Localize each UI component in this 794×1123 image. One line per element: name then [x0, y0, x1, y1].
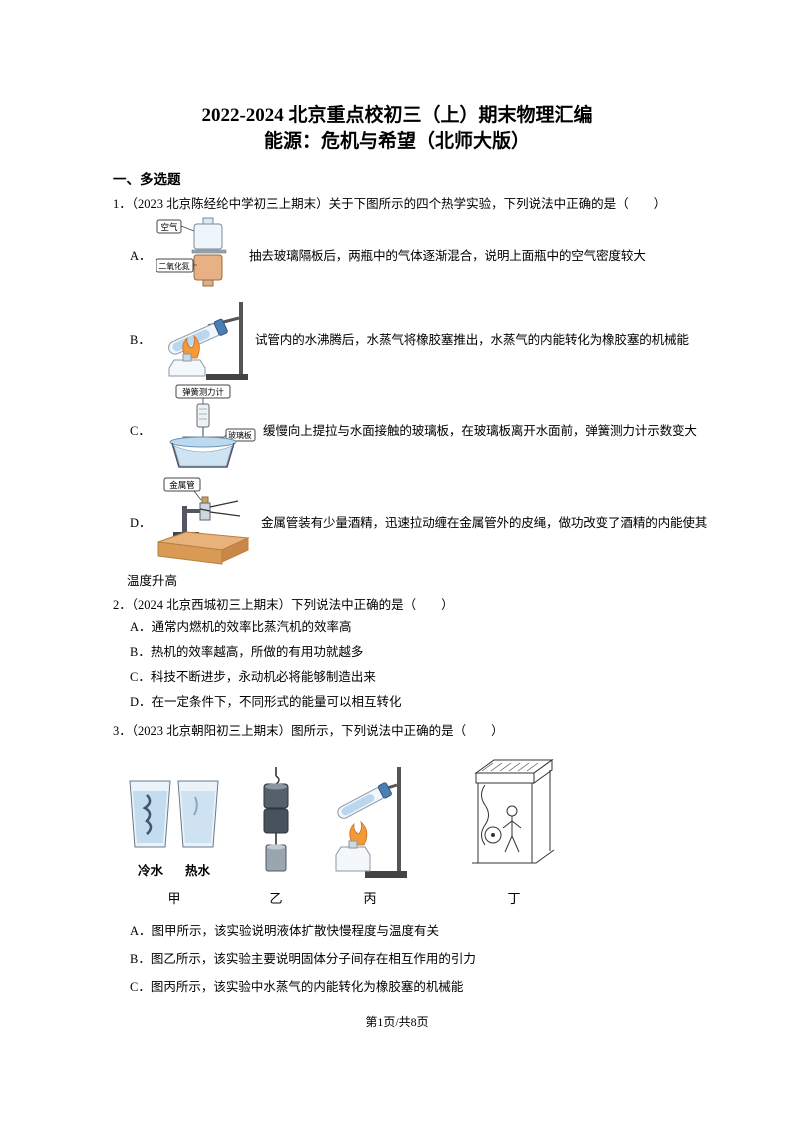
q1-option-a-label: A． [130, 248, 152, 263]
q1-option-d-label: D． [130, 515, 152, 530]
q1-option-c-label: C． [130, 423, 151, 438]
alcohol-lamp-testtube-figure [335, 767, 407, 878]
metal-tube-label: 金属管 [169, 480, 195, 490]
q3-figure-row: 冷水 热水 甲 乙 [121, 753, 681, 907]
figure-glass-plate-container: 弹簧测力计 玻璃板 [156, 384, 256, 474]
glass-plate-figure: 弹簧测力计 玻璃板 [169, 384, 256, 468]
q3-figure-jia: 冷水 热水 甲 [121, 777, 227, 907]
q2-option-c: C．科技不断进步，永动机必将能够制造出来 [130, 670, 376, 684]
q3-option-b: B．图乙所示，该实验主要说明固体分子间存在相互作用的引力 [130, 952, 476, 966]
q1-option-a: A． 空气 二氧化氮 抽去玻璃隔板后，两瓶中的气体逐渐混合，说明上面瓶中的空气密… [113, 216, 681, 292]
cup-labels: 冷水 热水 [138, 860, 210, 879]
title-line-2: 能源：危机与希望（北师大版） [263, 131, 530, 152]
q3-figure-ding: 丁 [449, 753, 579, 907]
page-title: 2022-2024 北京重点校初三（上）期末物理汇编 能源：危机与希望（北师大版… [113, 103, 681, 155]
glass-plate-label: 玻璃板 [228, 430, 252, 440]
cold-water-label: 冷水 [137, 864, 163, 878]
no2-label: 二氧化氮 [158, 261, 189, 271]
q1-option-b-text: 试管内的水沸腾后，水蒸气将橡胶塞推出，水蒸气的内能转化为橡胶塞的机械能 [255, 332, 689, 347]
q2-option-a: A．通常内燃机的效率比蒸汽机的效率高 [130, 620, 352, 634]
q1-option-d: D． 金属管 金属管装有少量酒精，迅速拉动缠在金属管外的皮绳，做功改变了酒精的内… [113, 476, 707, 566]
spring-scale-label: 弹簧测力计 [182, 387, 224, 397]
figure-gas-diffusion-container: 空气 二氧化氮 [155, 216, 242, 292]
q2-option-b: B．热机的效率越高，所做的有用功就越多 [130, 645, 364, 659]
q2-option-d: D．在一定条件下，不同形式的能量可以相互转化 [130, 695, 402, 709]
caption-bing: 丙 [363, 891, 377, 906]
caption-jia: 甲 [167, 891, 181, 906]
air-label: 空气 [160, 222, 178, 232]
question-1-stem: 1．（2023 北京陈经纶中学初三上期末）关于下图所示的四个热学实验，下列说法中… [113, 197, 667, 211]
q3-figure-yi: 乙 [241, 767, 311, 907]
lead-cylinders-figure [263, 767, 289, 872]
machine-sketch-figure [472, 759, 555, 864]
q1-option-d-text: 金属管装有少量酒精，迅速拉动缠在金属管外的皮绳，做功改变了酒精的内能使其 [261, 515, 708, 530]
q1-option-d-continuation: 温度升高 [127, 574, 178, 588]
caption-yi: 乙 [269, 891, 283, 906]
title-line-1: 2022-2024 北京重点校初三（上）期末物理汇编 [201, 105, 593, 126]
metal-tube-figure: 金属管 [157, 477, 250, 565]
boiling-testtube-figure [168, 302, 248, 380]
figure-metal-tube-container: 金属管 [156, 476, 254, 566]
q1-option-b-label: B． [130, 332, 151, 347]
q1-option-a-text: 抽去玻璃隔板后，两瓶中的气体逐渐混合，说明上面瓶中的空气密度较大 [249, 248, 646, 263]
hot-water-label: 热水 [185, 864, 211, 878]
figure-boiling-container [156, 294, 248, 382]
q3-option-c: C．图丙所示，该实验中水蒸气的内能转化为橡胶塞的机械能 [130, 980, 464, 994]
question-3-stem: 3．（2023 北京朝阳初三上期末）图所示，下列说法中正确的是（ ） [113, 724, 504, 738]
page-footer: 第1页/共8页 [365, 1015, 429, 1029]
q1-option-b: B． 试管内的水沸腾后，水蒸气将橡胶塞推出，水蒸气的内能转化为橡胶塞的机械能 [113, 294, 689, 382]
q3-option-a: A．图甲所示，该实验说明液体扩散快慢程度与温度有关 [130, 924, 440, 938]
gas-diffusion-figure: 空气 二氧化氮 [155, 217, 227, 287]
q1-option-c-text: 缓慢向上提拉与水面接触的玻璃板，在玻璃板离开水面前，弹簧测力计示数变大 [263, 423, 697, 438]
q1-option-c: C． 弹簧测力计 玻璃板 缓慢向上提拉与水面接触的玻璃板，在玻璃板离开水面前， [113, 384, 697, 474]
diffusion-cups-figure [129, 780, 219, 848]
caption-ding: 丁 [507, 891, 521, 906]
q3-options: A．图甲所示，该实验说明液体扩散快慢程度与温度有关 B．图乙所示，该实验主要说明… [113, 917, 681, 1001]
q3-figure-bing: 丙 [327, 757, 413, 907]
section-heading: 一、多选题 [113, 172, 181, 187]
question-2-stem: 2．（2024 北京西城初三上期末）下列说法中正确的是（ ） [113, 598, 454, 612]
